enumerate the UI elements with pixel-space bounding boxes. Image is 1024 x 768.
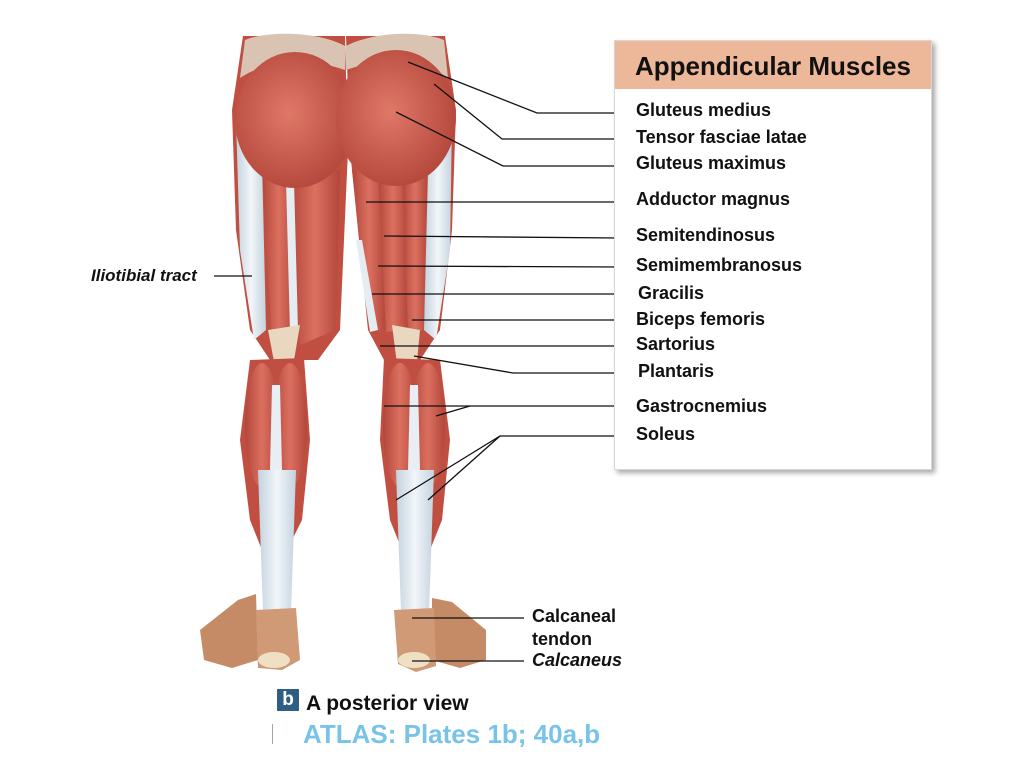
left-iliotibial-tract	[236, 120, 266, 340]
leader-plantaris	[413, 355, 620, 374]
right-adductor-magnus	[352, 170, 386, 330]
caption-atlas: ATLAS: Plates 1b; 40a,b	[303, 719, 601, 749]
leader-gluteus-maximus	[395, 111, 620, 167]
leader-semitendinosus	[383, 235, 621, 239]
label-gluteus-maximus: Gluteus maximus	[636, 153, 787, 173]
label-calcaneal-tendon-line1: Calcaneal	[532, 606, 617, 626]
right-leg	[336, 33, 486, 672]
right-gastrocnemius-fascia	[408, 385, 420, 480]
left-gastrocnemius-fascia	[270, 385, 282, 480]
label-gracilis: Gracilis	[638, 283, 705, 303]
label-sartorius: Sartorius	[636, 334, 716, 354]
label-gluteus-medius: Gluteus medius	[636, 100, 772, 120]
label-plantaris: Plantaris	[638, 361, 715, 381]
left-gluteus-maximus	[235, 52, 355, 188]
caption-view: A posterior view	[306, 692, 469, 715]
label-semitendinosus: Semitendinosus	[636, 225, 776, 245]
label-biceps-femoris: Biceps femoris	[636, 309, 766, 329]
leader-soleus-2	[427, 435, 501, 501]
right-iliotibial-tract	[424, 120, 452, 340]
label-calcaneus: Calcaneus	[532, 650, 623, 670]
label-calcaneal-tendon-line2: tendon	[532, 629, 592, 649]
left-hamstring-medial	[290, 170, 340, 345]
left-foot	[200, 594, 258, 668]
label-panel: Appendicular Muscles	[614, 40, 932, 470]
leader-tensor-fasciae-latae	[433, 83, 620, 140]
figure-part-badge: b	[277, 689, 299, 711]
label-iliotibial-tract: Iliotibial tract	[91, 266, 197, 285]
label-semimembranosus: Semimembranosus	[636, 255, 803, 275]
label-soleus: Soleus	[636, 424, 696, 444]
leader-semimembranosus	[377, 265, 621, 268]
left-calcaneus	[258, 652, 290, 668]
left-fascia-strip	[286, 180, 298, 332]
leader-gastrocnemius-2	[435, 405, 471, 417]
right-semitendinosus	[378, 172, 408, 332]
right-calcaneus	[398, 652, 430, 668]
label-gastrocnemius: Gastrocnemius	[636, 396, 768, 416]
left-leg	[200, 33, 355, 670]
leader-lines	[214, 61, 621, 662]
left-calcaneal-tendon	[258, 470, 296, 640]
leader-gluteus-medius	[407, 61, 620, 114]
panel-title: Appendicular Muscles	[635, 51, 911, 81]
right-foot	[432, 598, 486, 668]
panel-title-bar	[615, 41, 931, 89]
label-tensor-fasciae-latae: Tensor fasciae latae	[636, 127, 807, 147]
right-calcaneal-tendon	[396, 470, 434, 640]
right-gluteus-maximus	[336, 50, 456, 186]
label-adductor-magnus: Adductor magnus	[636, 189, 791, 209]
right-biceps-femoris	[402, 170, 428, 332]
caption-divider	[272, 724, 273, 744]
right-gracilis-band	[356, 240, 378, 332]
